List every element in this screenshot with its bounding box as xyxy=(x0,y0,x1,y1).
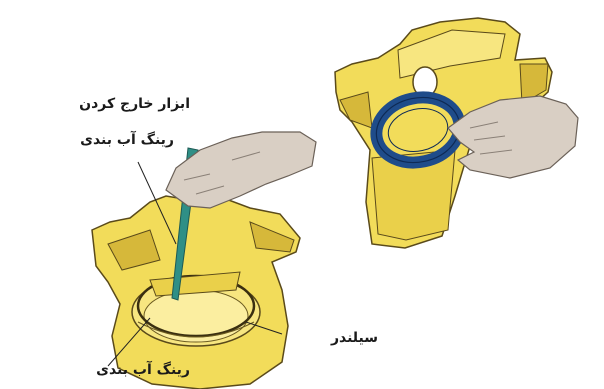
label-seal-remover-tool-line1: ابزار خارج کردن xyxy=(79,94,190,114)
label-seal-ring: رینگ آب بندی xyxy=(96,360,190,380)
left-hand xyxy=(166,132,316,208)
label-cylinder: سیلندر xyxy=(331,328,378,348)
label-seal-remover-tool-line2: رینگ آب بندی xyxy=(80,130,174,150)
right-caliper xyxy=(335,18,578,248)
left-caliper xyxy=(92,132,316,389)
